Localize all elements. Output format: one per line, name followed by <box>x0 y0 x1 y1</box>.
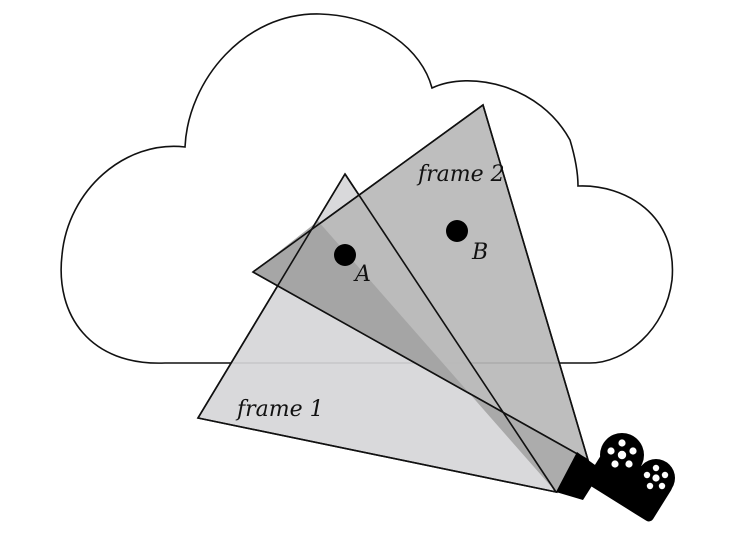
point-a-dot <box>334 244 356 266</box>
movie-camera-icon <box>556 433 675 522</box>
point-b-dot <box>446 220 468 242</box>
frame-2-label: frame 2 <box>416 162 505 187</box>
frame-2-border <box>252 103 590 462</box>
point-a-label: A <box>353 262 371 287</box>
frame-overlap-region <box>253 221 588 492</box>
frame-1-border <box>196 173 558 494</box>
point-b-label: B <box>471 240 488 265</box>
frame-1-label: frame 1 <box>235 397 324 422</box>
